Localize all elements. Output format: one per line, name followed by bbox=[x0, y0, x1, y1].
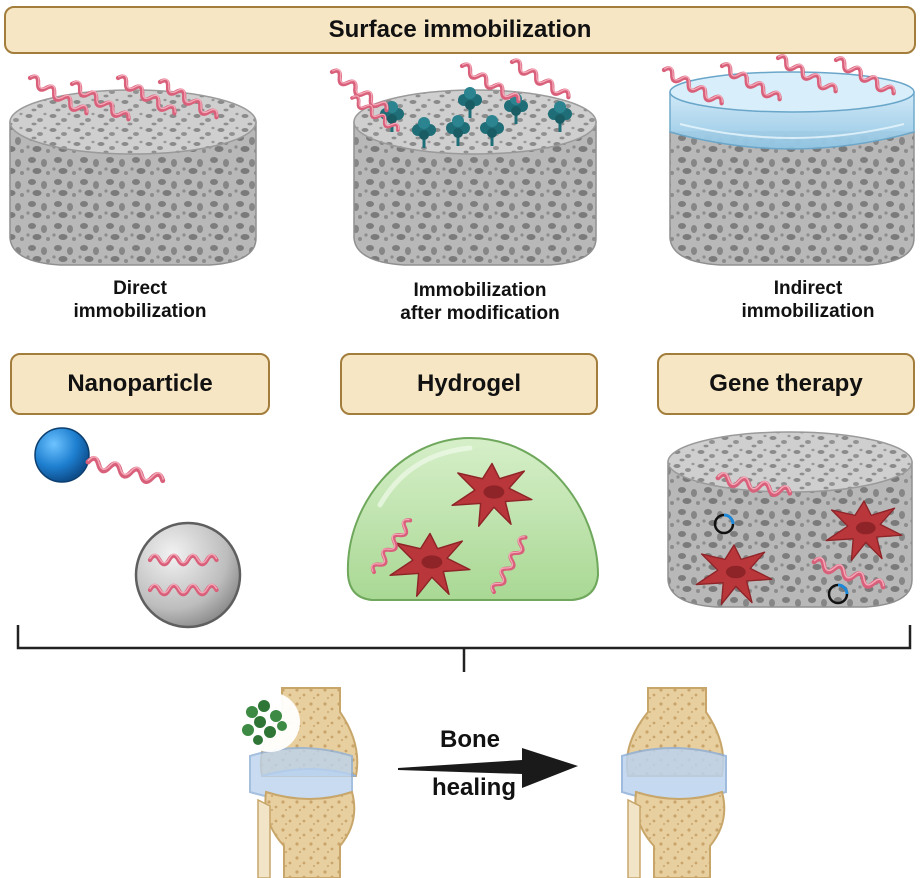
nanoparticle-illustration bbox=[34, 427, 242, 629]
nanoparticle-label: Nanoparticle bbox=[10, 353, 270, 415]
scaffold-direct bbox=[9, 89, 257, 266]
caption-immobilization-after-modification: Immobilization after modification bbox=[370, 279, 590, 325]
healed-knee-joint bbox=[621, 687, 727, 878]
convergence-bracket bbox=[16, 625, 912, 672]
damaged-knee-joint bbox=[240, 687, 359, 878]
gene-therapy-scaffold bbox=[667, 431, 913, 608]
arrow-label-healing: healing bbox=[431, 774, 516, 801]
caption-indirect-immobilization: Indirect immobilization bbox=[718, 277, 898, 323]
arrow-label-bone: Bone bbox=[440, 726, 500, 753]
caption-text: Indirect immobilization bbox=[741, 278, 875, 322]
healing-arrow bbox=[398, 748, 578, 788]
scaffold-modified bbox=[353, 89, 597, 266]
plasmid-icon bbox=[827, 583, 849, 605]
gene-therapy-label: Gene therapy bbox=[657, 353, 915, 415]
caption-text: Immobilization after modification bbox=[400, 280, 560, 324]
surface-immobilization-banner: Surface immobilization bbox=[4, 6, 916, 54]
plasmid-icon bbox=[713, 513, 735, 535]
scaffold-indirect bbox=[669, 71, 915, 266]
hydrogel-illustration bbox=[346, 436, 600, 601]
infection-cluster bbox=[242, 700, 287, 745]
caption-text: Direct immobilization bbox=[73, 278, 207, 322]
hydrogel-label: Hydrogel bbox=[340, 353, 598, 415]
caption-direct-immobilization: Direct immobilization bbox=[55, 277, 225, 323]
